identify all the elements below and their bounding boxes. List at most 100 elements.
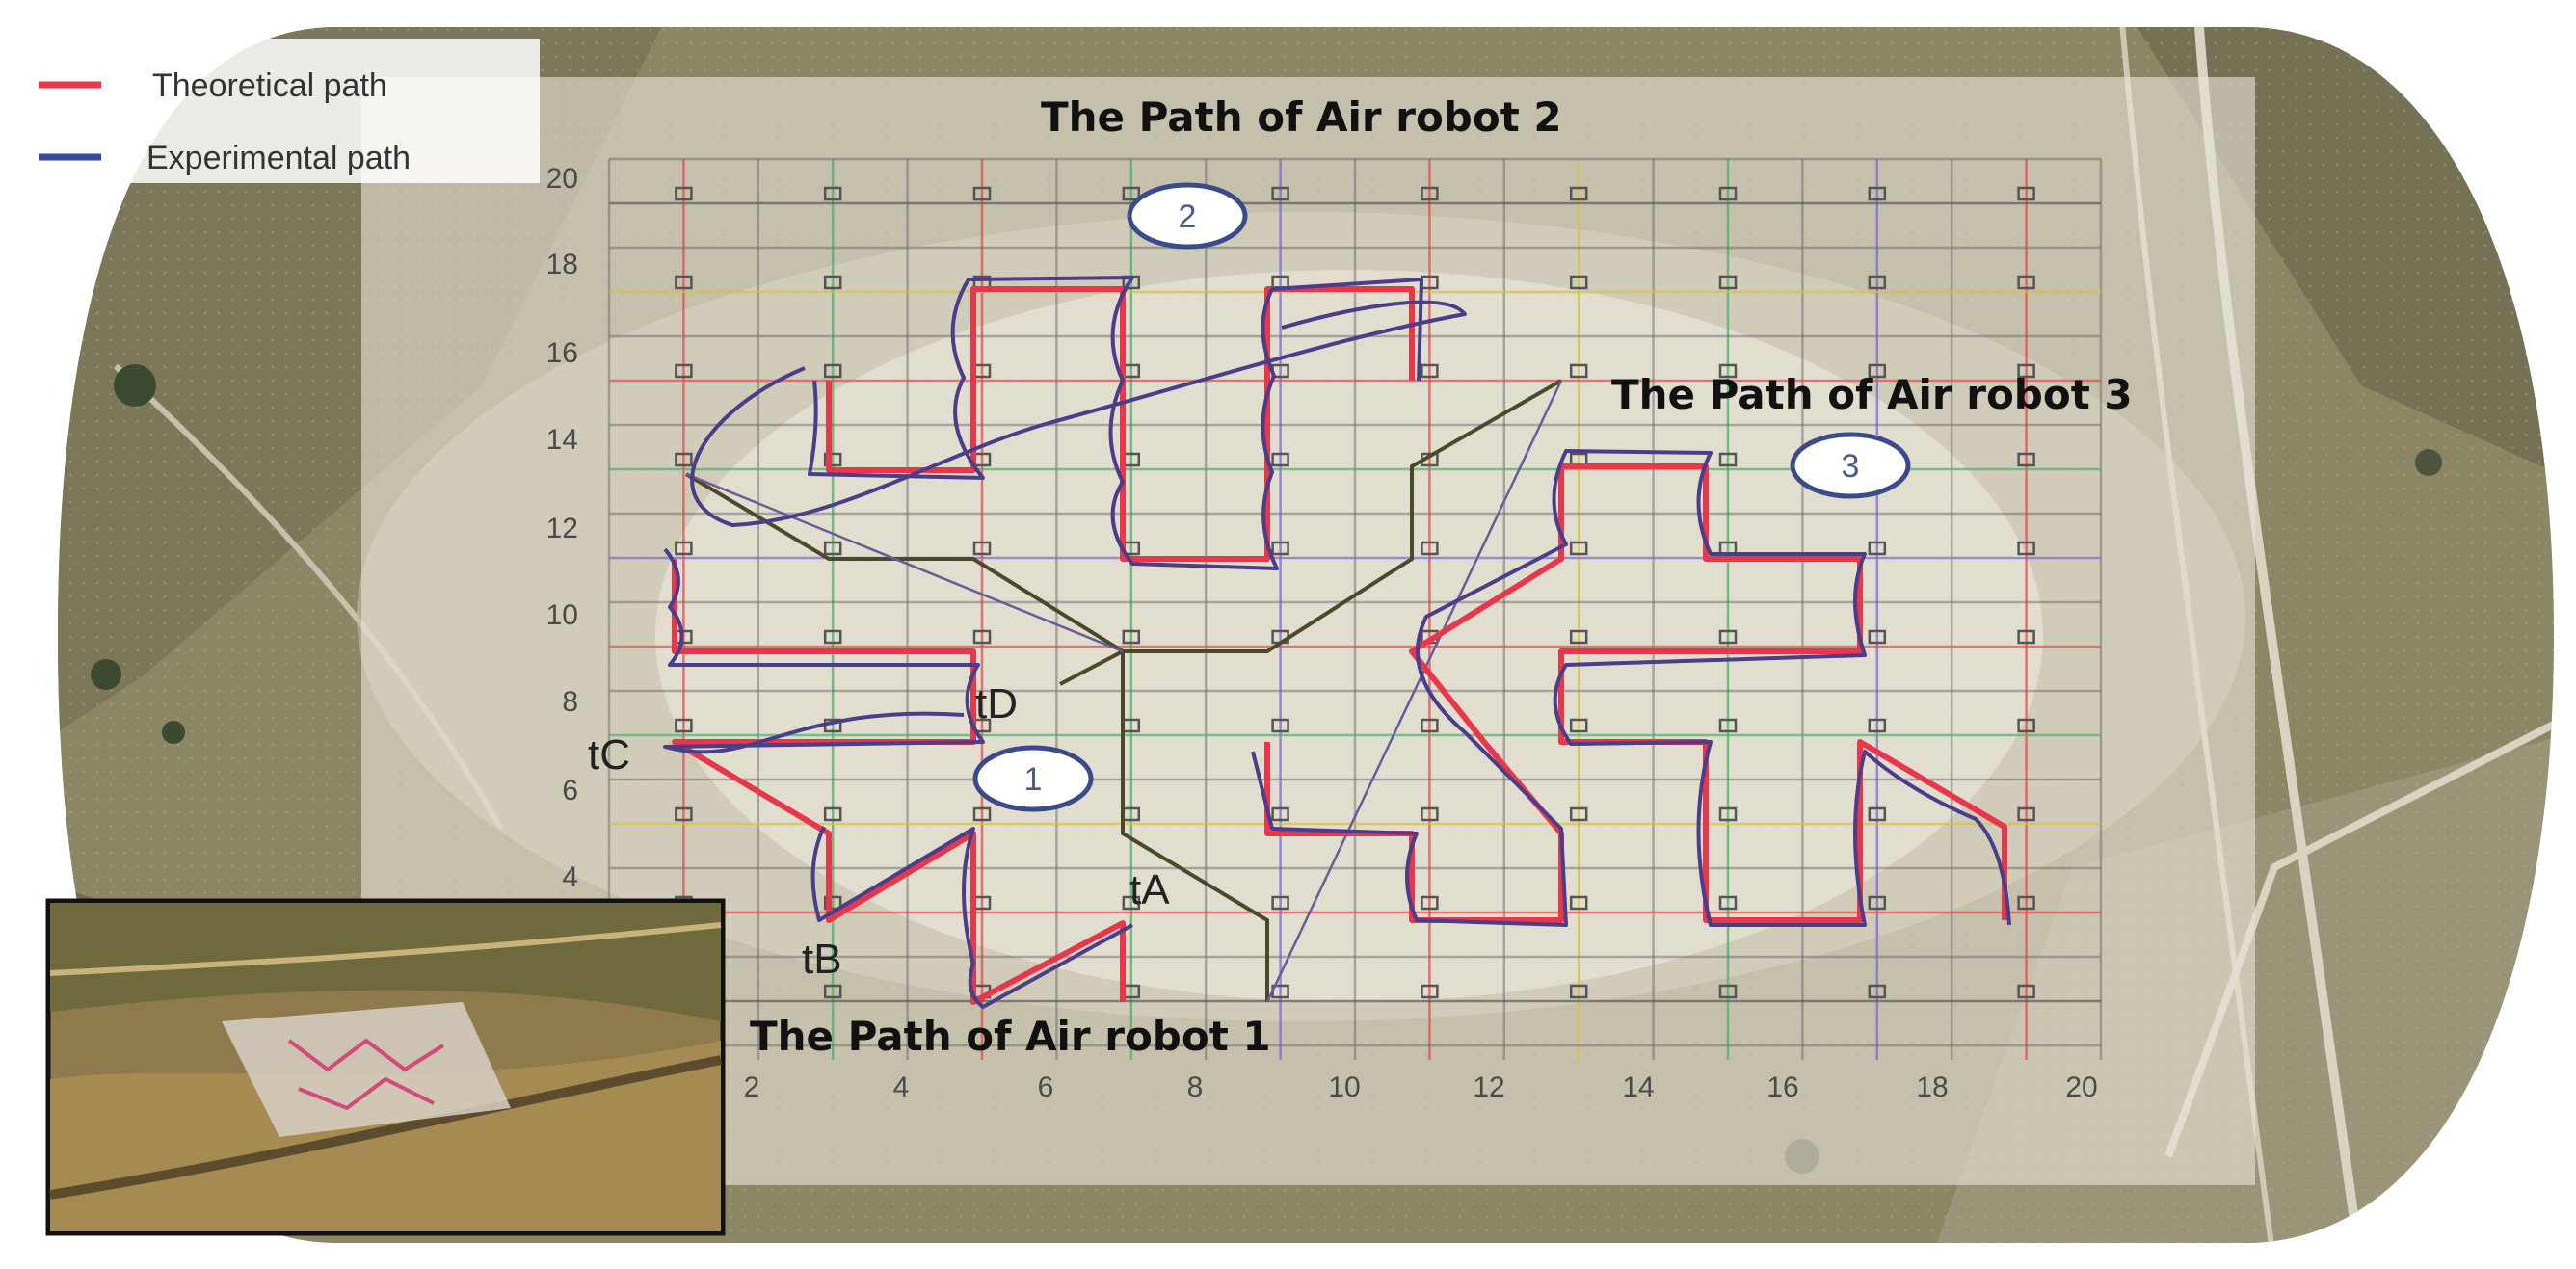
- grid-marker: [1569, 186, 1588, 201]
- y-tick: 14: [546, 424, 578, 456]
- grid-marker: [972, 186, 992, 201]
- grid-marker: [1868, 275, 1887, 290]
- grid-marker: [1271, 452, 1289, 467]
- grid-marker: [823, 984, 842, 999]
- grid-marker: [823, 186, 842, 201]
- robot-badge-1: 1: [972, 745, 1094, 812]
- grid-marker: [2017, 984, 2035, 999]
- grid-marker: [1122, 186, 1141, 201]
- grid-marker: [1718, 984, 1738, 999]
- grid-marker: [1868, 363, 1887, 379]
- experimental-paths: [663, 276, 2011, 1009]
- grid-marker: [1421, 895, 1439, 911]
- x-tick: 2: [744, 1071, 760, 1103]
- grid-marker: [1421, 718, 1439, 733]
- grid-marker: [1718, 629, 1738, 645]
- x-tick: 6: [1038, 1071, 1054, 1103]
- grid-marker: [823, 895, 842, 911]
- grid-marker: [675, 452, 693, 467]
- grid-marker: [1271, 718, 1289, 733]
- grid-marker: [675, 275, 693, 290]
- grid-marker: [2017, 452, 2035, 467]
- x-tick: 18: [1916, 1071, 1948, 1103]
- grid-marker: [1569, 895, 1588, 911]
- grid-marker: [823, 541, 842, 556]
- grid-marker: [1122, 629, 1141, 645]
- grid-marker: [675, 541, 693, 556]
- grid-marker: [1868, 718, 1887, 733]
- grid-marker: [823, 452, 842, 467]
- x-tick: 4: [893, 1071, 910, 1103]
- time-label-tb: tB: [802, 936, 842, 983]
- grid-marker: [1271, 895, 1289, 911]
- grid-marker: [2017, 895, 2035, 911]
- x-tick: 16: [1766, 1071, 1798, 1103]
- grid-marker: [1868, 541, 1887, 556]
- grid-marker: [1718, 186, 1738, 201]
- x-tick: 8: [1187, 1071, 1204, 1103]
- time-label-ta: tA: [1129, 866, 1170, 913]
- time-label-td: tD: [975, 680, 1018, 727]
- grid-marker: [1868, 895, 1887, 911]
- y-tick: 8: [562, 686, 578, 718]
- x-tick: 20: [2065, 1071, 2097, 1103]
- grid-marker: [1569, 984, 1588, 999]
- grid-marker: [1122, 895, 1141, 911]
- robot-badge-2: 2: [1127, 182, 1248, 250]
- grid-marker: [972, 541, 992, 556]
- inset-photo: [45, 898, 726, 1236]
- robot1-title: The Path of Air robot 1: [750, 1013, 1271, 1060]
- robot3-title: The Path of Air robot 3: [1611, 371, 2133, 418]
- grid-marker: [2017, 541, 2035, 556]
- y-tick: 18: [546, 249, 578, 280]
- grid-marker: [675, 806, 693, 822]
- grid-marker: [1421, 806, 1439, 822]
- time-label-tc: tC: [588, 731, 630, 779]
- svg-text:2: 2: [1179, 198, 1197, 235]
- grid-marker: [2017, 718, 2035, 733]
- robot2-title: The Path of Air robot 2: [1041, 93, 1562, 141]
- y-tick: 4: [562, 861, 578, 893]
- x-tick: 10: [1328, 1071, 1360, 1103]
- grid-marker: [1421, 541, 1439, 556]
- y-tick: 10: [546, 599, 578, 631]
- grid-marker: [1718, 363, 1738, 379]
- grid-marker: [675, 363, 693, 379]
- grid-marker: [1271, 806, 1289, 822]
- grid-marker: [972, 806, 992, 822]
- transfer-paths: [684, 379, 1563, 1003]
- theoretical-paths: [672, 286, 2007, 1005]
- grid-marker: [2017, 186, 2035, 201]
- grid-marker: [1868, 984, 1887, 999]
- grid-marker: [1868, 629, 1887, 645]
- y-tick: 20: [546, 163, 578, 195]
- grid-marker: [1421, 984, 1439, 999]
- grid-marker: [1718, 275, 1738, 290]
- grid-marker: [1718, 718, 1738, 733]
- y-axis-ticks: 4 6 8 10 12 14 16 18 20: [546, 163, 578, 893]
- grid-marker: [1271, 186, 1289, 201]
- grid-marker: [1569, 806, 1588, 822]
- legend-experimental-label: Experimental path: [146, 140, 411, 176]
- grid-marker: [675, 718, 693, 733]
- y-tick: 12: [546, 513, 578, 544]
- coordinate-grid: [607, 157, 2103, 1060]
- grid-marker: [1868, 186, 1887, 201]
- grid-marker: [2017, 629, 2035, 645]
- grid-marker: [1569, 275, 1588, 290]
- grid-marker: [823, 363, 842, 379]
- svg-text:3: 3: [1842, 448, 1860, 485]
- grid-marker: [972, 629, 992, 645]
- grid-marker: [675, 186, 693, 201]
- legend-theoretical-label: Theoretical path: [152, 67, 387, 104]
- x-tick: 14: [1622, 1071, 1654, 1103]
- y-tick: 6: [562, 775, 578, 806]
- grid-marker: [1718, 806, 1738, 822]
- x-axis-ticks: 2 4 6 8 10 12 14 16 18 20: [744, 1071, 2098, 1103]
- grid-marker: [2017, 363, 2035, 379]
- grid-marker: [823, 275, 842, 290]
- grid-marker: [1569, 718, 1588, 733]
- grid-marker: [2017, 275, 2035, 290]
- grid-marker: [1421, 186, 1439, 201]
